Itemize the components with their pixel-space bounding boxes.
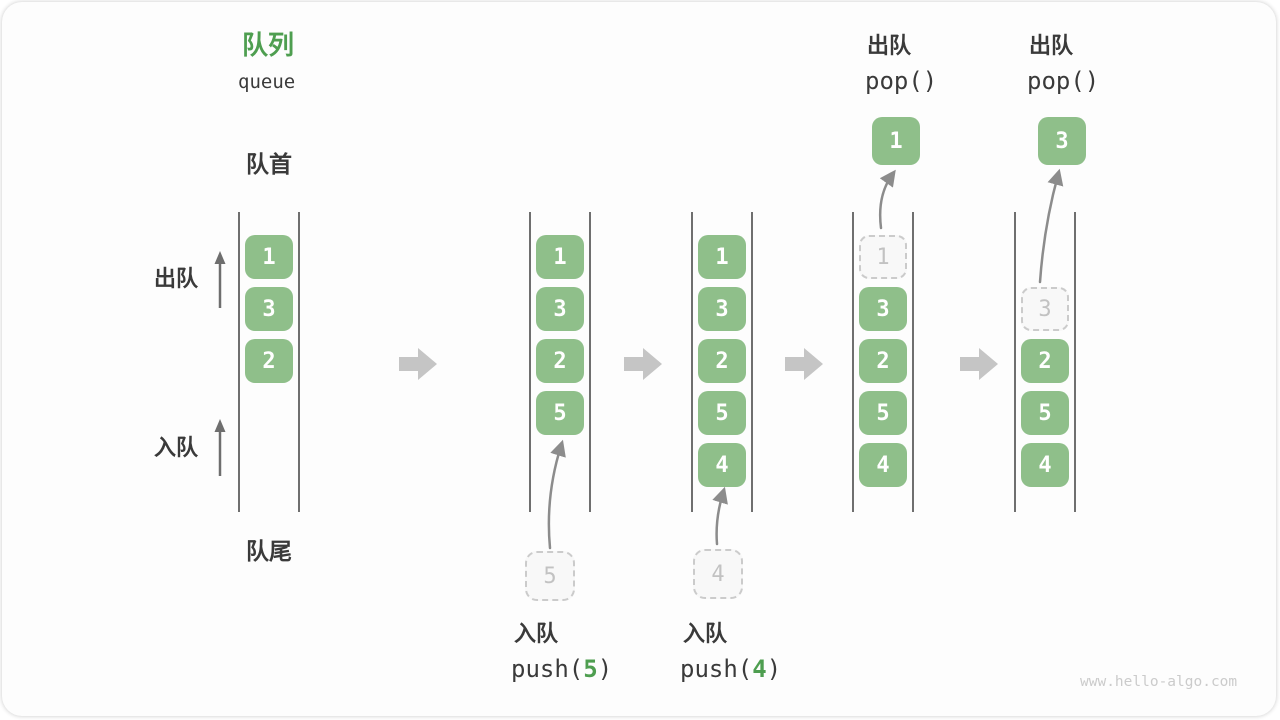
queue-wall-left [529,212,531,512]
code-arg: 5 [583,655,598,683]
dequeue-up-arrow-icon [214,251,226,308]
enqueue-op-code: push(5) [511,656,612,682]
queue-wall-left [1014,212,1016,512]
queue-wall-right [912,212,914,512]
enqueue-op-code: push(4) [680,656,781,682]
code-fn: push( [680,655,753,683]
dequeue-curve-arrow-icon [1038,168,1064,284]
queue-front-label: 队首 [246,151,292,177]
queue-rear-label: 队尾 [246,538,292,564]
queue-cell: 1 [698,235,746,279]
queue-wall-right [298,212,300,512]
queue-cell: 5 [1021,391,1069,435]
queue-cell: 3 [698,287,746,331]
code-fn: push( [511,655,584,683]
queue-wall-right [1074,212,1076,512]
queue-cell: 5 [859,391,907,435]
incoming-element-4: 4 [693,549,743,599]
queue-cell: 2 [1021,339,1069,383]
enqueue-op-label: 入队 [683,621,728,646]
code-close: ) [766,655,782,683]
queue-cell: 5 [536,391,584,435]
queue-cell: 1 [245,235,293,279]
incoming-element-5: 5 [525,551,575,601]
enqueue-side-label: 入队 [154,435,199,460]
queue-cell: 2 [859,339,907,383]
queue-wall-right [751,212,753,512]
dequeue-op-label: 出队 [1029,33,1074,58]
dequeue-curve-arrow-icon [878,169,896,230]
enqueue-curve-arrow-icon [712,486,728,546]
queue-wall-left [238,212,240,512]
queue-cell: 1 [536,235,584,279]
queue-cell: 2 [698,339,746,383]
watermark: www.hello-algo.com [1080,674,1238,690]
queue-cell: 2 [245,339,293,383]
page-subtitle: queue [238,71,296,93]
popped-element-3: 3 [1038,117,1086,165]
queue-cell: 4 [859,443,907,487]
transition-arrow-icon [960,348,998,380]
popped-element-1: 1 [872,117,920,165]
dequeue-op-code: pop() [865,67,938,95]
vacated-slot-1: 1 [859,235,907,279]
dequeue-op-label: 出队 [867,33,912,58]
enqueue-curve-arrow-icon [547,439,566,550]
queue-cell: 4 [698,443,746,487]
queue-wall-right [589,212,591,512]
vacated-slot-3: 3 [1021,287,1069,331]
code-arg: 4 [752,655,767,683]
queue-cell: 2 [536,339,584,383]
enqueue-up-arrow-icon [214,419,226,476]
code-close: ) [597,655,613,683]
page-title: 队列 [242,30,295,60]
transition-arrow-icon [399,348,437,380]
transition-arrow-icon [624,348,662,380]
queue-cell: 3 [536,287,584,331]
queue-cell: 3 [859,287,907,331]
queue-cell: 3 [245,287,293,331]
dequeue-side-label: 出队 [154,266,199,291]
queue-wall-left [852,212,854,512]
queue-cell: 4 [1021,443,1069,487]
enqueue-op-label: 入队 [514,621,559,646]
queue-cell: 5 [698,391,746,435]
dequeue-op-code: pop() [1027,67,1100,95]
transition-arrow-icon [785,348,823,380]
queue-wall-left [691,212,693,512]
